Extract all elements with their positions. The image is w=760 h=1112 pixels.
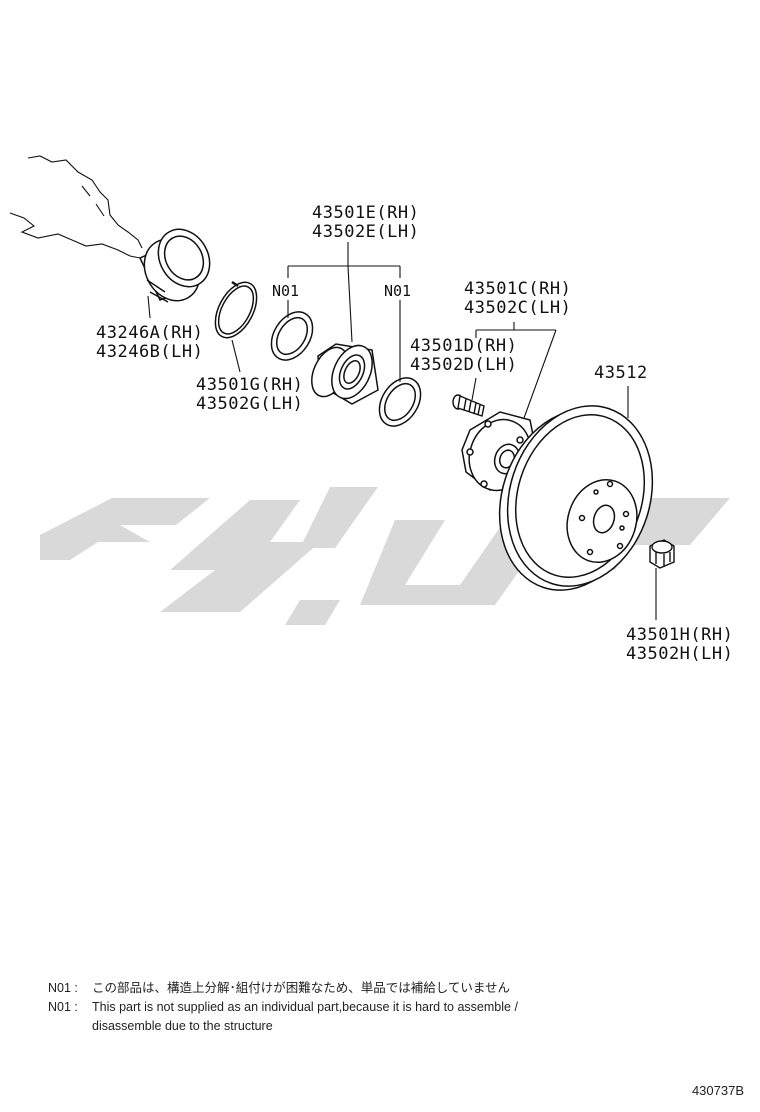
dust-cover-cup	[138, 228, 211, 303]
note-key: N01 :	[48, 981, 78, 995]
note-text: This part is not supplied as an individu…	[92, 1000, 518, 1014]
snap-ring-rh-label: 43501G(RH)	[196, 375, 303, 395]
n01-right-label: N01	[384, 282, 411, 300]
bolt-rh-label: 43501D(RH)	[410, 336, 517, 356]
hub-lh-label: 43502C(LH)	[464, 298, 571, 318]
nut-rh-label: 43501H(RH)	[626, 625, 733, 645]
nut-lh-label: 43502H(LH)	[626, 644, 733, 664]
n01-left-label: N01	[272, 282, 299, 300]
part-number-labels: 43501E(RH) 43502E(LH) N01 N01 43501C(RH)…	[96, 203, 733, 664]
bearing-rh-label: 43501E(RH)	[312, 203, 419, 223]
snap-ring-lh-label: 43502G(LH)	[196, 394, 303, 414]
note-english-continued: disassemble due to the structure	[48, 1019, 273, 1033]
note-text: disassemble due to the structure	[92, 1019, 273, 1033]
bolt-lh-label: 43502D(LH)	[410, 355, 517, 375]
note-key: N01 :	[48, 1000, 78, 1014]
disc-label: 43512	[594, 363, 648, 383]
hub-bolt	[452, 394, 485, 417]
note-text: この部品は、構造上分解･組付けが困難なため、単品では補給していません	[92, 981, 511, 995]
wheel-bearing	[311, 343, 379, 405]
hand-pointer-sketch	[9, 155, 143, 259]
diagram-id: 430737B	[691, 1083, 744, 1098]
hub-nut	[649, 539, 675, 569]
dust-cover-lh-label: 43246B(LH)	[96, 342, 203, 362]
dust-cover-rh-label: 43246A(RH)	[96, 323, 203, 343]
note-japanese: N01 : この部品は、構造上分解･組付けが困難なため、単品では補給していません	[48, 977, 510, 996]
bearing-lh-label: 43502E(LH)	[312, 222, 419, 242]
snap-ring	[214, 280, 258, 339]
inner-ring-right	[378, 377, 422, 427]
hub-rh-label: 43501C(RH)	[464, 279, 571, 299]
note-english: N01 : This part is not supplied as an ind…	[48, 1000, 518, 1014]
inner-ring-left	[270, 311, 314, 361]
leader-lines	[147, 242, 657, 620]
brake-disc	[498, 405, 654, 591]
